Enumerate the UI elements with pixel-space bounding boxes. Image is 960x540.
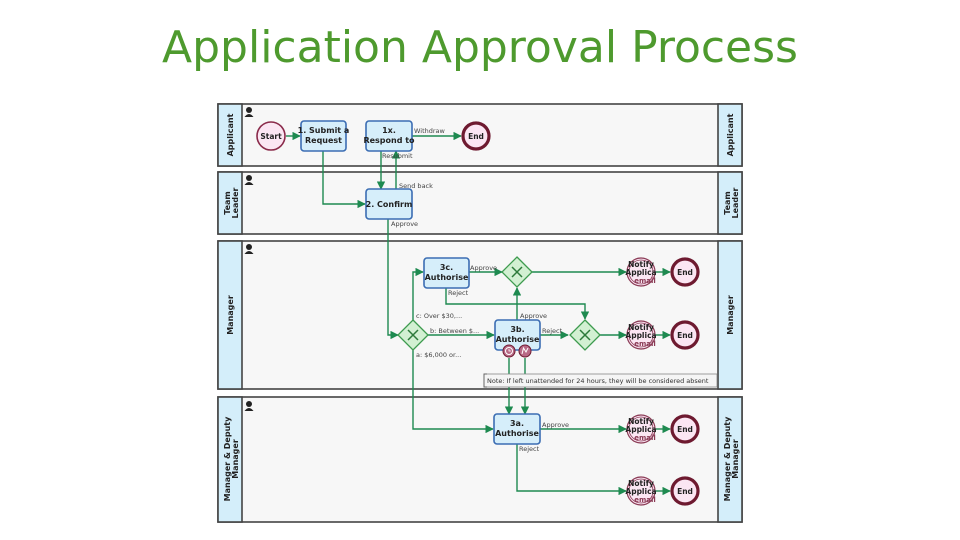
- svg-text:Applica: Applica: [625, 425, 656, 434]
- note-text: Note: If left unattended for 24 hours, t…: [487, 377, 709, 385]
- exclusive-gateway-icon[interactable]: [569, 319, 601, 351]
- end-event[interactable]: End: [461, 121, 491, 151]
- exclusive-gateway-icon[interactable]: [501, 256, 533, 288]
- lane-team-leader[interactable]: Team Leader Team Leader: [217, 171, 743, 235]
- notify-applicant-event[interactable]: Notify Applica email: [625, 320, 657, 350]
- lane-label-right-line2: Leader: [731, 187, 740, 218]
- person-icon: [244, 107, 254, 117]
- flow-label-cond-a: a: $6,000 or...: [416, 351, 461, 359]
- page-title: Application Approval Process: [162, 22, 798, 73]
- flow-cond-c: [412, 267, 424, 320]
- svg-text:Authorise: Authorise: [425, 273, 469, 282]
- svg-text:3c.: 3c.: [440, 263, 453, 272]
- svg-text:Applica: Applica: [625, 487, 656, 496]
- lane-manager[interactable]: Manager Manager: [217, 240, 743, 390]
- flow-label-reject: Reject: [542, 327, 563, 335]
- svg-text:Notify: Notify: [628, 323, 654, 332]
- notify-applicant-event[interactable]: Notify Applica email: [625, 476, 657, 506]
- svg-text:email: email: [634, 340, 656, 348]
- lane-label-right-line2: Manager: [731, 439, 740, 479]
- svg-text:End: End: [677, 487, 693, 496]
- notify-applicant-event[interactable]: Notify Applica email: [625, 414, 657, 444]
- flow-label-reject: Reject: [448, 289, 469, 297]
- lane-header-right: [717, 103, 743, 167]
- lane-label-right-line1: Team: [723, 191, 732, 215]
- end-event[interactable]: End: [670, 257, 700, 287]
- task-submit-request[interactable]: 1. Submit a Request: [298, 120, 350, 152]
- start-event[interactable]: Start: [256, 121, 286, 151]
- flow-confirm-approve: [387, 219, 399, 340]
- lane-label-line2: Manager: [231, 439, 240, 479]
- lane-label-right-line1: Manager & Deputy: [723, 416, 732, 501]
- svg-text:Respond to: Respond to: [363, 136, 415, 145]
- svg-text:3b.: 3b.: [510, 325, 524, 334]
- flow-label-withdraw: Withdraw: [414, 127, 446, 135]
- svg-text:End: End: [677, 425, 693, 434]
- lane-label-right: Manager: [726, 295, 735, 335]
- flow-label-approve: Approve: [542, 421, 569, 429]
- exclusive-gateway-icon[interactable]: [397, 319, 429, 351]
- svg-text:Request: Request: [305, 136, 342, 145]
- svg-text:End: End: [677, 331, 693, 340]
- svg-text:Authorise: Authorise: [496, 335, 540, 344]
- svg-text:3a.: 3a.: [510, 419, 524, 428]
- svg-text:2. Confirm: 2. Confirm: [366, 200, 413, 209]
- svg-text:1. Submit a: 1. Submit a: [298, 126, 350, 135]
- escalation-icon[interactable]: [518, 344, 532, 358]
- flow-submit-to-confirm: [322, 151, 366, 209]
- flow-label-approve: Approve: [520, 312, 547, 320]
- flow-cond-a: [412, 350, 494, 434]
- notify-applicant-event[interactable]: Notify Applica email: [625, 257, 657, 287]
- end-event[interactable]: End: [670, 320, 700, 350]
- person-icon: [244, 175, 254, 185]
- svg-text:Notify: Notify: [628, 417, 654, 426]
- lane-manager-deputy[interactable]: Manager & Deputy Manager Manager & Deput…: [217, 396, 743, 523]
- svg-text:Authorise: Authorise: [495, 429, 539, 438]
- end-event[interactable]: End: [670, 414, 700, 444]
- flow-label-cond-b: b: Between $...: [430, 327, 479, 335]
- flow-label-send-back: Send back: [399, 182, 433, 190]
- flow-label-reject: Reject: [519, 445, 540, 453]
- lane-header-left: [217, 103, 243, 167]
- person-icon: [244, 401, 254, 411]
- note-annotation[interactable]: Note: If left unattended for 24 hours, t…: [483, 373, 718, 388]
- lane-label-line1: Team: [223, 191, 232, 215]
- flow-label-resubmit: Resubmit: [382, 152, 413, 160]
- svg-text:1x.: 1x.: [382, 126, 396, 135]
- task-3c-authorise[interactable]: 3c. Authorise: [423, 257, 470, 289]
- timer-icon[interactable]: [502, 344, 516, 358]
- svg-text:Applica: Applica: [625, 331, 656, 340]
- svg-text:End: End: [468, 132, 484, 141]
- svg-text:email: email: [634, 496, 656, 504]
- flow-3c-reject: [445, 288, 590, 320]
- flow-label-approve: Approve: [391, 220, 418, 228]
- lane-label-line2: Leader: [231, 187, 240, 218]
- sequence-flows: [286, 131, 671, 496]
- flow-3a-reject: [516, 444, 627, 496]
- start-label: Start: [260, 132, 282, 141]
- task-3b-authorise[interactable]: 3b. Authorise: [494, 319, 541, 351]
- svg-text:email: email: [634, 434, 656, 442]
- flow-label-cond-c: c: Over $30,...: [416, 312, 462, 320]
- lane-label-right: Applicant: [726, 113, 735, 156]
- lane-label: Manager: [226, 295, 235, 335]
- end-event[interactable]: End: [670, 476, 700, 506]
- svg-text:email: email: [634, 277, 656, 285]
- svg-text:Applica: Applica: [625, 268, 656, 277]
- task-respond-to[interactable]: 1x. Respond to: [363, 120, 415, 152]
- svg-text:End: End: [677, 268, 693, 277]
- flow-label-approve: Approve: [470, 264, 497, 272]
- person-icon: [244, 244, 254, 254]
- svg-text:Notify: Notify: [628, 479, 654, 488]
- task-confirm[interactable]: 2. Confirm: [365, 188, 413, 220]
- lane-label: Applicant: [226, 113, 235, 156]
- task-3a-authorise[interactable]: 3a. Authorise: [493, 413, 541, 445]
- svg-text:Notify: Notify: [628, 260, 654, 269]
- lane-label-line1: Manager & Deputy: [223, 416, 232, 501]
